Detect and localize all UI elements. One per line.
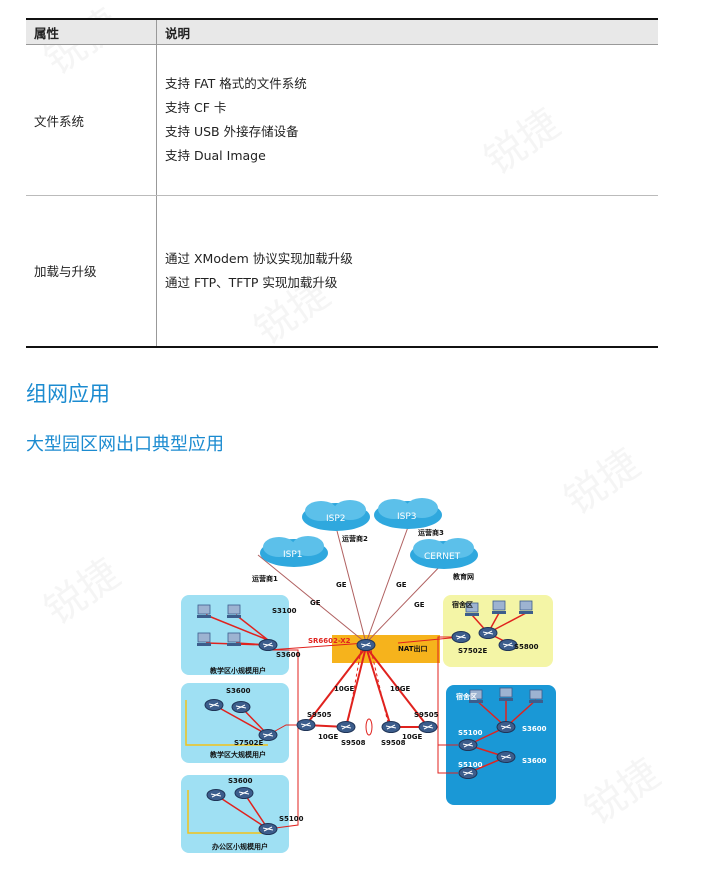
label-isp2: ISP2	[326, 514, 346, 524]
switch-icon	[496, 721, 516, 733]
label-edu: 教育网	[452, 572, 474, 581]
label-s9505: S9505	[307, 711, 332, 719]
label-ge: GE	[414, 601, 425, 609]
switch-icon	[206, 789, 226, 801]
label-s5100: S5100	[458, 761, 483, 769]
switch-icon	[234, 787, 254, 799]
label-s3600: S3600	[522, 725, 547, 733]
label-isp3: ISP3	[397, 512, 417, 522]
label-10ge: 10GE	[318, 733, 338, 741]
label-s9508: S9508	[341, 739, 366, 747]
row-attr: 文件系统	[26, 44, 157, 196]
table-header-row: 属性 说明	[26, 18, 658, 45]
label-sr6602: SR6602-X2	[308, 637, 351, 645]
nat-bar	[332, 635, 440, 663]
switch-icon	[451, 631, 471, 643]
label-s5100: S5100	[458, 729, 483, 737]
label-s5100: S5100	[279, 815, 304, 823]
switch-icon	[458, 739, 478, 751]
label-teach-small: 教学区小规模用户	[209, 666, 266, 675]
col-header-attr: 属性	[26, 18, 157, 45]
table-row: 加载与升级 通过 XModem 协议实现加载升级 通过 FTP、TFTP 实现加…	[26, 195, 658, 348]
label-ge: GE	[396, 581, 407, 589]
cloud-cernet	[410, 538, 478, 569]
label-office-small: 办公区小规模用户	[212, 842, 268, 851]
label-s9505: S9505	[414, 711, 439, 719]
label-s5800: S5800	[514, 643, 539, 651]
label-s9508: S9508	[381, 739, 406, 747]
switch-icon	[381, 721, 401, 733]
cloud-isp3	[374, 498, 442, 529]
spec-table: 属性 说明 文件系统 支持 FAT 格式的文件系统 支持 CF 卡 支持 USB…	[26, 18, 658, 348]
label-dorm: 宿舍区	[452, 600, 473, 609]
switch-icon	[418, 721, 438, 733]
zone-office-small	[181, 775, 289, 853]
desc-line: 通过 XModem 协议实现加载升级	[165, 250, 353, 266]
label-op3: 运营商3	[418, 528, 444, 537]
network-diagram: ISP2 ISP3 ISP1 CERNET 运营商2 运营商3 运营商1 教育网…	[181, 498, 556, 853]
switch-icon	[204, 699, 224, 711]
subsection-title: 大型园区网出口典型应用	[26, 434, 224, 455]
desc-line: 支持 FAT 格式的文件系统	[165, 76, 307, 91]
pc-icon	[226, 604, 242, 619]
switch-icon	[231, 701, 251, 713]
cloud-isp1	[260, 536, 328, 567]
watermark: 锐捷	[576, 750, 669, 835]
cloud-isp2	[302, 500, 370, 531]
label-op1: 运营商1	[252, 574, 278, 583]
switch-icon	[336, 721, 356, 733]
label-cernet: CERNET	[424, 552, 461, 562]
label-s3600: S3600	[276, 651, 301, 659]
watermark: 锐捷	[36, 550, 129, 635]
switch-icon	[258, 823, 278, 835]
switch-icon	[296, 719, 316, 731]
label-s3600: S3600	[228, 777, 253, 785]
row-desc: 支持 FAT 格式的文件系统 支持 CF 卡 支持 USB 外接存储设备 支持 …	[156, 44, 658, 196]
col-header-desc: 说明	[156, 18, 658, 45]
label-dorm: 宿舍区	[456, 692, 477, 701]
section-title: 组网应用	[26, 382, 110, 406]
pc-icon	[226, 632, 242, 647]
label-nat: NAT出口	[398, 644, 428, 653]
label-s3600: S3600	[226, 687, 251, 695]
label-teach-large: 教学区大规模用户	[209, 750, 266, 759]
pc-icon	[518, 600, 534, 615]
router-icon	[356, 639, 376, 651]
table-row: 文件系统 支持 FAT 格式的文件系统 支持 CF 卡 支持 USB 外接存储设…	[26, 44, 658, 196]
switch-icon	[458, 767, 478, 779]
pc-icon	[498, 687, 514, 702]
label-isp1: ISP1	[283, 550, 303, 560]
label-op2: 运营商2	[342, 534, 368, 543]
desc-line: 通过 FTP、TFTP 实现加载升级	[165, 274, 338, 290]
switch-icon	[496, 751, 516, 763]
pc-icon	[196, 604, 212, 619]
pc-icon	[528, 689, 544, 704]
label-s3600: S3600	[522, 757, 547, 765]
label-s3100: S3100	[272, 607, 297, 615]
switch-icon	[258, 639, 278, 651]
label-s7502e: S7502E	[234, 739, 264, 747]
desc-line: 支持 CF 卡	[165, 100, 227, 115]
row-attr: 加载与升级	[26, 195, 157, 348]
pc-icon	[491, 600, 507, 615]
label-10ge: 10GE	[390, 685, 410, 693]
label-10ge: 10GE	[402, 733, 422, 741]
switch-icon	[478, 627, 498, 639]
pc-icon	[196, 632, 212, 647]
label-ge: GE	[310, 599, 321, 607]
desc-line: 支持 USB 外接存储设备	[165, 124, 299, 139]
label-10ge: 10GE	[334, 685, 354, 693]
desc-line: 支持 Dual Image	[165, 148, 266, 163]
row-desc: 通过 XModem 协议实现加载升级 通过 FTP、TFTP 实现加载升级	[156, 195, 658, 348]
label-s7502e: S7502E	[458, 647, 488, 655]
label-ge: GE	[336, 581, 347, 589]
